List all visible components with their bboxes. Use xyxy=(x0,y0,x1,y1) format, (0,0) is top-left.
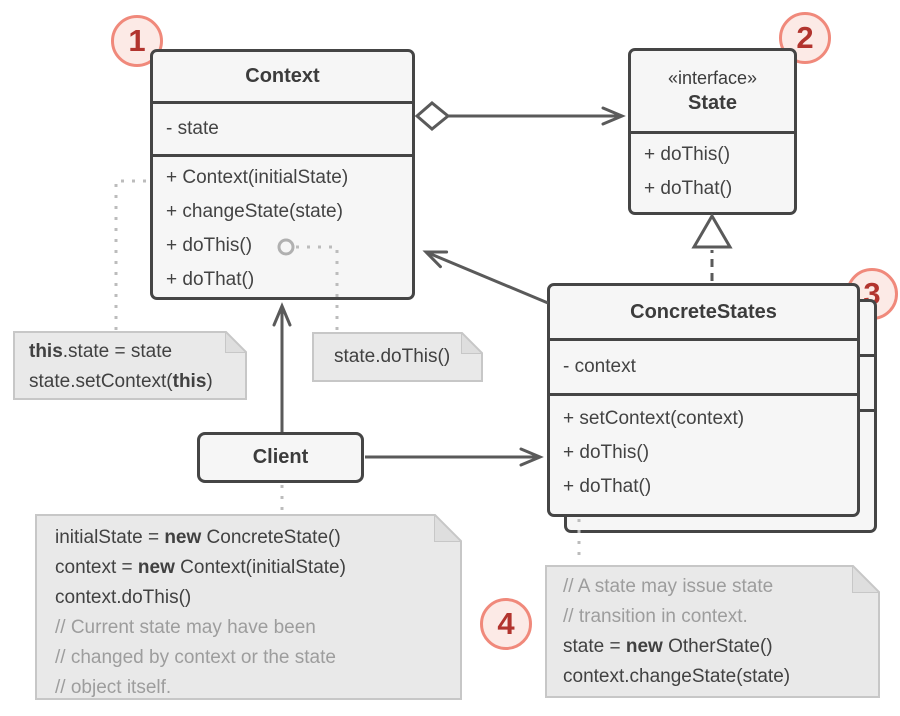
note-delegate: state.doThis() xyxy=(312,332,483,382)
class-member: - context xyxy=(563,356,636,377)
class-member: + doThis() xyxy=(644,144,731,165)
note-client-code: initialState = new ConcreteState() contex… xyxy=(35,514,462,700)
class-state-name: «interface» State xyxy=(631,51,794,131)
class-client-name: Client xyxy=(252,446,309,468)
class-member: + setContext(context) xyxy=(563,408,745,429)
class-member: + Context(initialState) xyxy=(166,167,349,188)
class-member: + changeState(state) xyxy=(166,201,343,222)
class-member: + doThat() xyxy=(644,178,733,199)
class-context-attributes: - state xyxy=(153,101,412,154)
note-transition: // A state may issue state // transition … xyxy=(545,565,880,698)
badge-1: 1 xyxy=(111,15,163,67)
class-member: + doThis() xyxy=(563,442,650,463)
interface-stereotype: «interface» xyxy=(667,67,758,88)
note-line: state.setContext(this) xyxy=(29,371,213,392)
class-context-methods: + Context(initialState) + changeState(sta… xyxy=(153,154,412,297)
badge-2: 2 xyxy=(779,12,831,64)
note-line: state.doThis() xyxy=(334,346,451,367)
note-line: state = new OtherState() xyxy=(563,636,773,657)
note-fold-icon xyxy=(434,514,462,542)
note-line: context.doThis() xyxy=(55,587,192,608)
note-line: initialState = new ConcreteState() xyxy=(55,527,341,548)
note-line: this.state = state xyxy=(29,341,173,362)
note-line: // changed by context or the state xyxy=(55,647,336,668)
note-line: // A state may issue state xyxy=(563,576,774,597)
note-line: // object itself. xyxy=(55,677,172,698)
arrow-concrete-to-context xyxy=(422,250,549,305)
note-line: context = new Context(initialState) xyxy=(55,557,346,578)
note-line: context.changeState(state) xyxy=(563,666,791,687)
class-member: + doThat() xyxy=(563,476,652,497)
note-set-state: this.state = state state.setContext(this) xyxy=(13,331,247,400)
class-state: «interface» State + doThis() + doThat() xyxy=(628,48,797,215)
note-fold-icon xyxy=(225,331,247,353)
note-line: // Current state may have been xyxy=(55,617,316,638)
note-anchor-set-state xyxy=(114,179,148,330)
realization-triangle-icon xyxy=(691,213,733,249)
note-fold-icon xyxy=(852,565,880,593)
class-context-name: Context xyxy=(245,65,320,87)
aggregation-diamond-icon xyxy=(414,101,451,131)
class-member: - state xyxy=(166,118,219,139)
class-member: + doThat() xyxy=(166,269,255,290)
class-state-methods: + doThis() + doThat() xyxy=(631,131,794,212)
class-concrete-states: ConcreteStates - context + setContext(co… xyxy=(547,283,860,517)
class-concrete-states-methods: + setContext(context) + doThis() + doThat(… xyxy=(550,393,857,514)
note-line: // transition in context. xyxy=(563,606,748,627)
class-concrete-states-attributes: - context xyxy=(550,338,857,393)
class-client: Client xyxy=(197,432,364,483)
class-member: + doThis() xyxy=(166,235,253,256)
badge-4: 4 xyxy=(480,598,532,650)
class-concrete-states-name: ConcreteStates xyxy=(630,300,777,323)
note-fold-icon xyxy=(461,332,483,354)
class-context: Context - state + Context(initialState)+… xyxy=(150,49,415,300)
